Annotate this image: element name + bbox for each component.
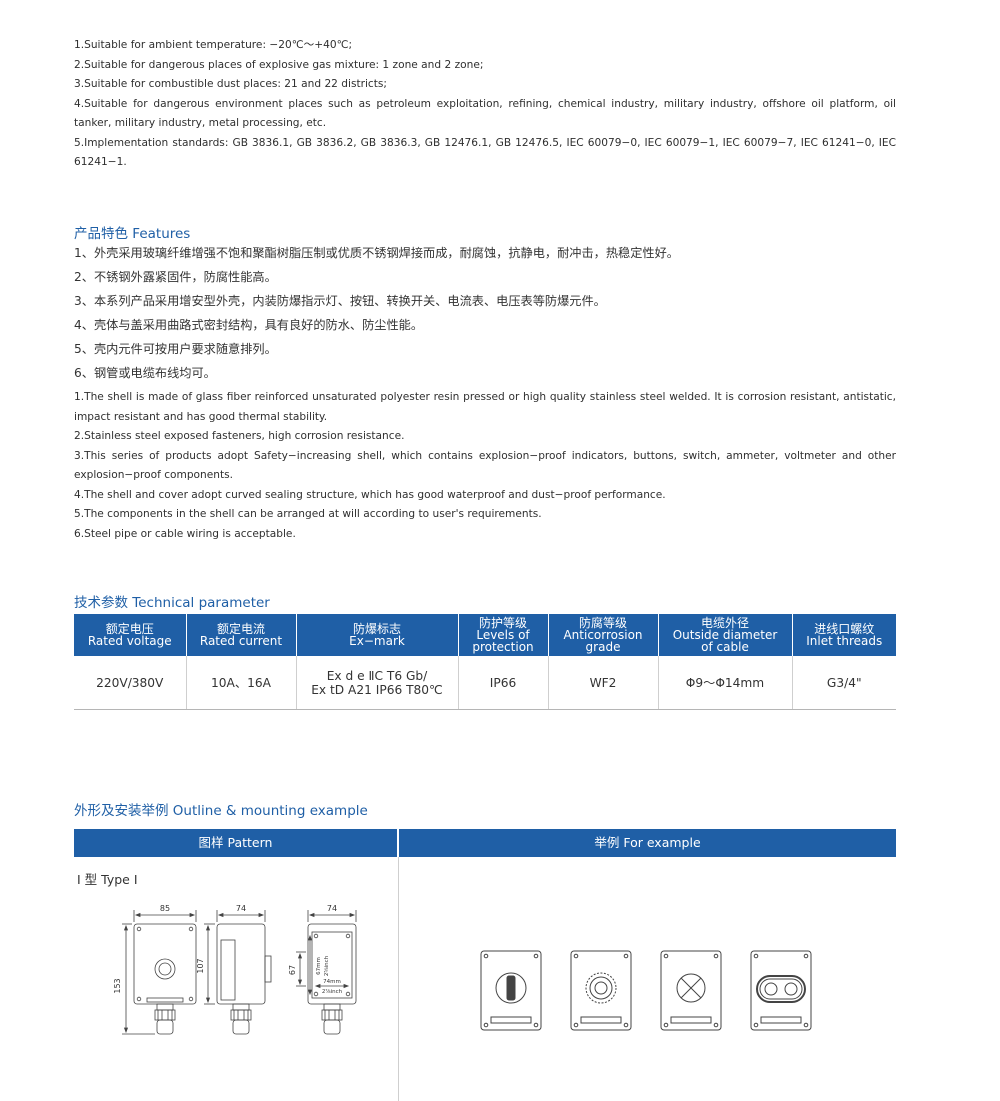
outline-drawing: 85 74 74 153 107 67 67mm 2⅝inch 74mm 2⅞i…: [113, 904, 357, 1035]
feature-cn-5: 5、壳内元件可按用户要求随意排列。: [74, 342, 277, 356]
dim-mount-h-inch: 2⅝inch: [324, 955, 330, 976]
cell-voltage: 220V/380V: [74, 656, 187, 710]
dim-front-width: 85: [160, 904, 170, 913]
dim-body-height: 107: [196, 958, 205, 973]
cell-anticorrosion: WF2: [548, 656, 659, 710]
cell-exmark: Ex d e ⅡC T6 Gb/Ex tD A21 IP66 T80℃: [296, 656, 459, 710]
usage-line-5: 5.Implementation standards: GB 3836.1, G…: [74, 136, 896, 169]
cell-current: 10A、16A: [186, 656, 297, 710]
dim-height: 153: [113, 978, 122, 993]
table-row: 220V/380V 10A、16A Ex d e ⅡC T6 Gb/Ex tD …: [74, 656, 896, 710]
cell-threads: G3/4": [792, 656, 896, 710]
usage-line-3: 3.Suitable for combustible dust places: …: [74, 78, 387, 90]
dim-mount-h-mm: 67mm: [316, 957, 322, 975]
features-title: 产品特色 Features: [74, 226, 191, 242]
feature-en-4: 4.The shell and cover adopt curved seali…: [74, 488, 666, 501]
feature-en-2: 2.Stainless steel exposed fasteners, hig…: [74, 430, 405, 442]
feature-cn-2: 2、不锈钢外露紧固件，防腐性能高。: [74, 270, 277, 284]
cell-protection: IP66: [458, 656, 549, 710]
dim-mount-w-inch: 2⅞inch: [322, 989, 343, 995]
feature-cn-3: 3、本系列产品采用增安型外壳，内装防爆指示灯、按钮、转换开关、电流表、电压表等防…: [74, 294, 606, 308]
example-header: 举例 For example: [399, 829, 896, 857]
type-label: Ⅰ 型 Type Ⅰ: [77, 872, 138, 887]
feature-en-6: 6.Steel pipe or cable wiring is acceptab…: [74, 527, 296, 540]
usage-line-4: 4.Suitable for dangerous environment pla…: [74, 97, 896, 130]
example-drawing: [480, 950, 812, 1031]
tech-title: 技术参数 Technical parameter: [74, 595, 270, 611]
column-divider: [398, 857, 399, 1101]
feature-en-3: 3.This series of products adopt Safety−i…: [74, 449, 896, 482]
feature-cn-1: 1、外壳采用玻璃纤维增强不饱和聚酯树脂压制或优质不锈钢焊接而成，耐腐蚀，抗静电，…: [74, 246, 679, 260]
dim-side-width: 74: [236, 904, 246, 913]
usage-line-1: 1.Suitable for ambient temperature: −20℃…: [74, 39, 353, 51]
usage-line-2: 2.Suitable for dangerous places of explo…: [74, 58, 484, 71]
cell-cable: Φ9～Φ14mm: [658, 656, 793, 710]
dim-mount-w-mm: 74mm: [323, 979, 341, 985]
dim-mount-width: 74: [327, 904, 337, 913]
feature-cn-4: 4、壳体与盖采用曲路式密封结构，具有良好的防水、防尘性能。: [74, 318, 424, 332]
outline-title: 外形及安装举例 Outline & mounting example: [74, 803, 368, 819]
pattern-header: 图样 Pattern: [74, 829, 397, 857]
feature-en-5: 5.The components in the shell can be arr…: [74, 508, 542, 520]
feature-en-1: 1.The shell is made of glass fiber reinf…: [74, 391, 896, 423]
feature-cn-6: 6、钢管或电缆布线均可。: [74, 366, 216, 380]
dim-side-height: 67: [288, 965, 297, 975]
